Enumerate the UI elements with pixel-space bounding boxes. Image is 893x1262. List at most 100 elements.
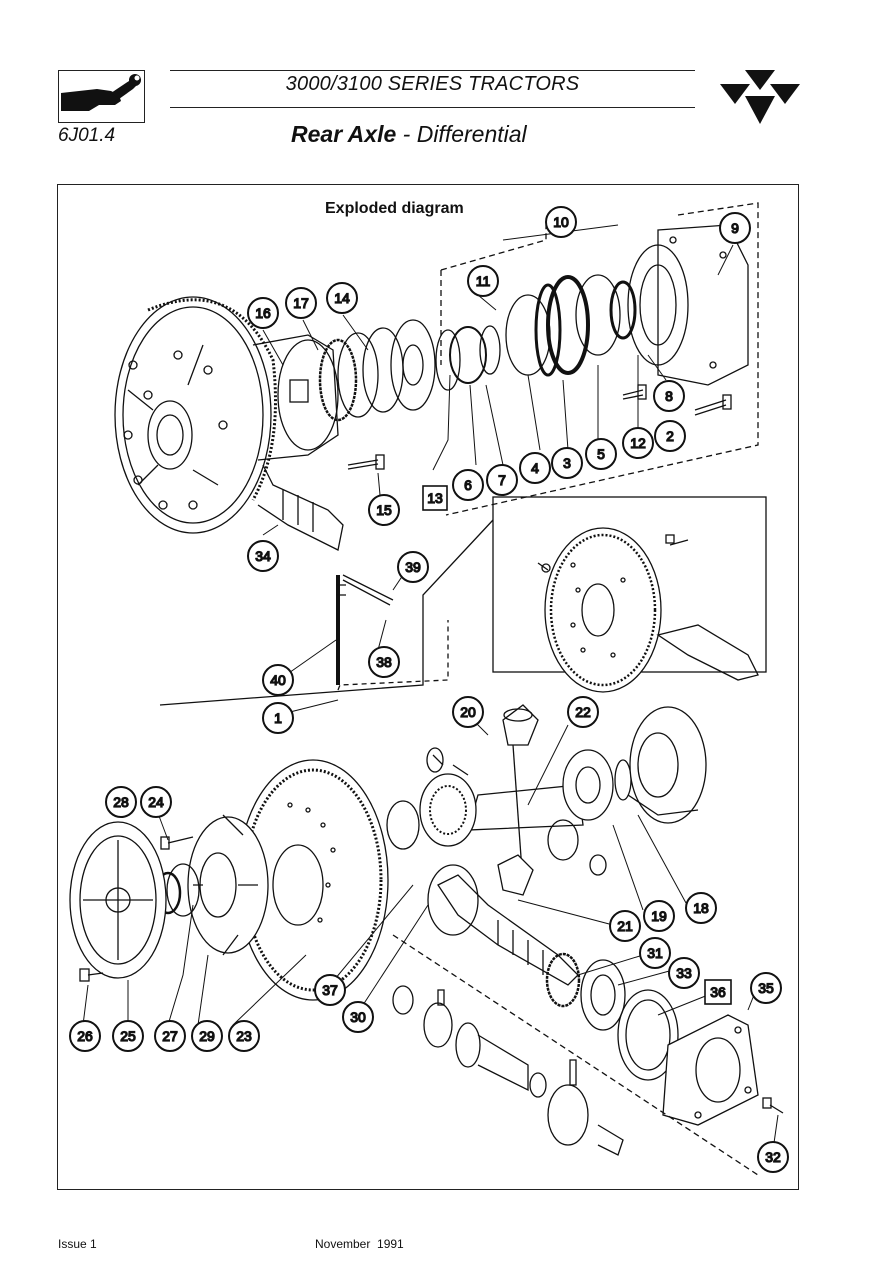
callout-34: 34	[247, 540, 279, 572]
callout-8: 8	[653, 380, 685, 412]
callout-35: 35	[750, 972, 782, 1004]
callout-label: 13	[427, 490, 443, 506]
callout-26: 26	[69, 1020, 101, 1052]
callout-label: 14	[334, 290, 350, 306]
callout-label: 16	[255, 305, 271, 321]
callout-39: 39	[397, 551, 429, 583]
page-title-main: Rear Axle	[291, 121, 397, 147]
callout-label: 37	[322, 982, 338, 998]
callout-label: 33	[676, 965, 692, 981]
callout-21: 21	[609, 910, 641, 942]
callout-label: 32	[765, 1149, 781, 1165]
callout-32: 32	[757, 1141, 789, 1173]
callout-27: 27	[154, 1020, 186, 1052]
callout-label: 20	[460, 704, 476, 720]
callout-10: 10	[545, 206, 577, 238]
callout-label: 34	[255, 548, 271, 564]
issue-date: November 1991	[315, 1237, 404, 1251]
callout-11: 11	[467, 265, 499, 297]
callout-9: 9	[719, 212, 751, 244]
callout-label: 1	[274, 710, 282, 726]
callout-14: 14	[326, 282, 358, 314]
hand-wrench-icon	[61, 74, 141, 111]
callout-1: 1	[262, 702, 294, 734]
callout-label: 18	[693, 900, 709, 916]
callout-12: 12	[622, 427, 654, 459]
callout-3: 3	[551, 447, 583, 479]
callout-label: 4	[531, 460, 539, 476]
callout-20: 20	[452, 696, 484, 728]
callout-label: 22	[575, 704, 591, 720]
callout-label: 38	[376, 654, 392, 670]
callout-4: 4	[519, 452, 551, 484]
series-title: 3000/3100 SERIES TRACTORS	[285, 73, 580, 95]
document-code: 6J01.4	[58, 125, 116, 146]
brand-logo	[720, 70, 800, 124]
callout-label: 15	[376, 502, 392, 518]
callout-22: 22	[567, 696, 599, 728]
callout-13: 13	[422, 485, 448, 511]
service-manual-logo	[58, 70, 145, 123]
callout-label: 27	[162, 1028, 178, 1044]
callout-label: 11	[476, 273, 491, 289]
callout-label: 30	[350, 1009, 366, 1025]
callout-label: 39	[405, 559, 421, 575]
callout-6: 6	[452, 469, 484, 501]
diagram-heading: Exploded diagram	[325, 200, 464, 217]
upper-assembly-drawing	[114, 202, 759, 551]
callout-7: 7	[486, 464, 518, 496]
triple-triangle-icon	[720, 70, 800, 124]
header-rule-bottom	[170, 107, 695, 108]
page-title: Rear Axle - Differential	[291, 121, 527, 148]
callout-label: 8	[665, 388, 673, 404]
pin-assembly-drawing	[336, 574, 449, 691]
callout-label: 31	[647, 945, 663, 961]
callout-label: 21	[617, 918, 633, 934]
callout-24: 24	[140, 786, 172, 818]
exploded-diagram: 10 9 11 16 17 14 8 12 2 5 3 4 7 6 13 15 …	[69, 202, 789, 1176]
callout-label: 19	[651, 908, 667, 924]
callout-label: 7	[498, 472, 506, 488]
callout-label: 9	[731, 220, 739, 236]
callout-label: 6	[464, 477, 472, 493]
callout-31: 31	[639, 937, 671, 969]
callout-label: 3	[563, 455, 571, 471]
callout-19: 19	[643, 900, 675, 932]
callout-33: 33	[668, 957, 700, 989]
callout-label: 12	[630, 435, 646, 451]
callout-36: 36	[704, 979, 732, 1005]
callout-18: 18	[685, 892, 717, 924]
callout-23: 23	[228, 1020, 260, 1052]
callout-25: 25	[112, 1020, 144, 1052]
header-rule-top	[170, 70, 695, 71]
callout-label: 28	[113, 794, 129, 810]
issue-label: Issue 1	[58, 1237, 97, 1251]
callout-label: 5	[597, 446, 605, 462]
callout-5: 5	[585, 438, 617, 470]
callout-label: 23	[236, 1028, 252, 1044]
callout-label: 40	[270, 672, 286, 688]
callout-37: 37	[314, 974, 346, 1006]
callout-29: 29	[191, 1020, 223, 1052]
callout-label: 26	[77, 1028, 93, 1044]
callout-label: 24	[148, 794, 164, 810]
callout-16: 16	[247, 297, 279, 329]
callout-28: 28	[105, 786, 137, 818]
callout-label: 36	[710, 984, 726, 1000]
callout-2: 2	[654, 420, 686, 452]
callout-label: 2	[666, 428, 674, 444]
inset-crown-wheel-drawing	[159, 496, 767, 706]
callout-label: 29	[199, 1028, 215, 1044]
lower-assembly-drawing	[69, 704, 784, 1176]
callout-label: 17	[293, 295, 309, 311]
callout-label: 35	[758, 980, 774, 996]
callout-17: 17	[285, 287, 317, 319]
callout-38: 38	[368, 646, 400, 678]
callout-label: 25	[120, 1028, 136, 1044]
callout-30: 30	[342, 1001, 374, 1033]
page-title-sub: - Differential	[396, 121, 527, 147]
callout-label: 10	[553, 214, 569, 230]
callout-15: 15	[368, 494, 400, 526]
diagram-frame	[57, 184, 799, 1190]
callout-40: 40	[262, 664, 294, 696]
